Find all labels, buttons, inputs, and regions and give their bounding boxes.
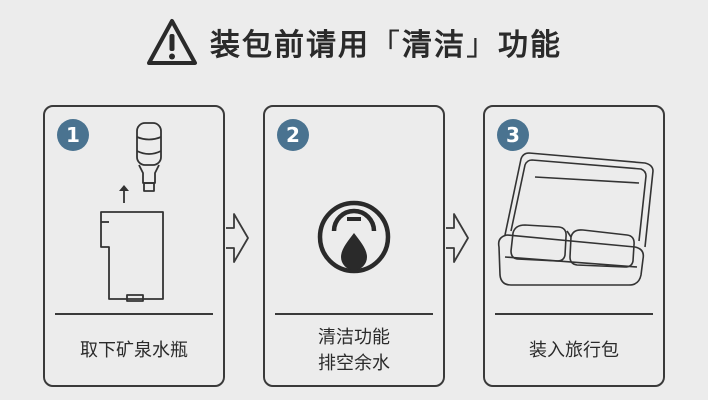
step-number-badge: 3: [497, 119, 529, 151]
caption-line: 装入旅行包: [529, 340, 619, 361]
caption-line: 取下矿泉水瓶: [80, 340, 188, 361]
step-card-1: 1 取下矿泉水瓶: [43, 105, 225, 387]
step-number-badge: 1: [57, 119, 89, 151]
step-caption: 取下矿泉水瓶: [45, 321, 223, 381]
step-card-2: 2 清洁功能 排空余水: [263, 105, 445, 387]
title-text: 装包前请用「清洁」功能: [210, 20, 562, 64]
warning-triangle-icon: [147, 19, 197, 65]
remove-water-bottle-icon: [100, 122, 164, 302]
next-arrow-icon: [446, 213, 469, 263]
step-card-3: 3 装入旅行包: [483, 105, 665, 387]
title-highlight: 清洁: [402, 28, 466, 63]
title-suffix: 功能: [498, 28, 562, 63]
caption-line: 清洁功能: [318, 327, 390, 348]
card-divider: [495, 313, 653, 315]
title-prefix: 装包前请用: [210, 28, 370, 63]
page-title: 装包前请用「清洁」功能: [0, 14, 708, 70]
caption-line: 排空余水: [318, 353, 390, 374]
title-bracket-close: 」: [466, 28, 498, 63]
card-divider: [55, 313, 213, 315]
next-arrow-icon: [226, 213, 249, 263]
step-caption: 装入旅行包: [485, 321, 663, 381]
step-caption: 清洁功能 排空余水: [265, 321, 443, 381]
drain-water-icon: [317, 200, 391, 274]
title-bracket-open: 「: [370, 28, 402, 63]
travel-case-icon: [497, 152, 654, 286]
step-number-badge: 2: [277, 119, 309, 151]
card-divider: [275, 313, 433, 315]
